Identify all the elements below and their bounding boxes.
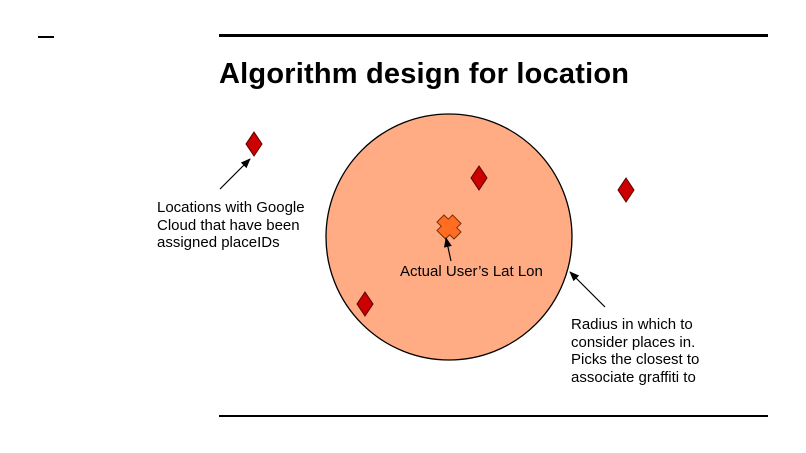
places-label: Locations with Google Cloud that have be…	[157, 199, 305, 252]
radius-circle	[325, 113, 573, 361]
radius-label-line: Picks the closest to	[571, 351, 700, 368]
places-label-line: assigned placeIDs	[157, 234, 280, 251]
user-location-label: Actual User’s Lat Lon	[400, 263, 543, 280]
place-marker-outside-right	[617, 177, 635, 203]
radius-pointer-arrow	[569, 271, 606, 308]
corner-dash	[38, 36, 54, 38]
place-marker-inside-top	[470, 165, 488, 191]
radius-label-line: Radius in which to	[571, 316, 693, 333]
slide-title: Algorithm design for location	[219, 58, 630, 90]
places-pointer-arrow	[219, 158, 251, 190]
radius-label: Radius in which to consider places in. P…	[571, 316, 699, 386]
place-marker-outside-left	[245, 131, 263, 157]
radius-label-line: consider places in.	[571, 333, 696, 351]
user-pointer-arrow	[444, 237, 452, 262]
bottom-rule	[219, 415, 768, 417]
places-label-line: Cloud that have been	[157, 216, 300, 234]
places-label-line: Locations with Google	[157, 199, 305, 216]
top-rule	[219, 34, 768, 37]
radius-label-line: associate graffiti to	[571, 368, 696, 386]
place-marker-inside-bottom	[356, 291, 374, 317]
